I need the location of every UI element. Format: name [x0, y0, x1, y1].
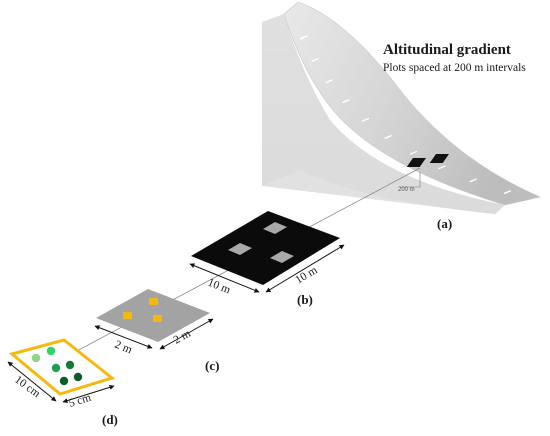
plot-c-side-left-label: 2 m — [113, 339, 134, 357]
plot-d: 10 cm 5 cm (d) — [7, 338, 118, 427]
plot-d-dot-1 — [31, 353, 41, 363]
plot-d-side-right-label: 5 cm — [67, 392, 92, 410]
diagram-subtitle: Plots spaced at 200 m intervals — [383, 62, 526, 74]
plot-d-dot-6 — [73, 372, 83, 382]
mountain-top-face — [283, 1, 541, 206]
slope-tick-9 — [469, 178, 478, 183]
slope-tick-marks — [300, 35, 512, 195]
plot-d-dimension-right — [62, 384, 115, 404]
plot-c-subplot-3 — [153, 315, 162, 322]
mountain-slope: 200 m — [262, 1, 541, 214]
plot-b-dimension-left — [189, 263, 260, 293]
plot-b: 10 m 10 m (b) — [189, 211, 345, 307]
panel-label-c: (c) — [205, 358, 219, 373]
plot-c-subplot-2 — [123, 312, 132, 319]
panel-label-b: (b) — [297, 292, 313, 307]
plot-c-dimension-left — [94, 325, 153, 349]
interval-label: 200 m — [398, 187, 415, 193]
mountain-front-face — [262, 14, 505, 214]
plot-b-subplot-1 — [228, 243, 252, 255]
slope-plot-square-2 — [429, 154, 449, 163]
slope-plot-square-1 — [406, 158, 426, 167]
plot-d-dimension-left — [7, 361, 57, 402]
plot-d-dot-5 — [59, 376, 69, 386]
slope-tick-1 — [300, 35, 308, 40]
panel-label-d: (d) — [102, 412, 118, 427]
plot-d-dot-2 — [46, 346, 56, 356]
interval-bracket — [400, 172, 421, 188]
slope-tick-6 — [384, 134, 392, 140]
plot-b-dimension-right — [265, 244, 345, 293]
plot-c-subplot-1 — [149, 298, 158, 305]
panel-label-a: (a) — [437, 216, 452, 231]
diagram-title: Altitudinal gradient — [383, 42, 511, 58]
plot-b-side-right-label: 10 m — [293, 264, 319, 286]
slope-tick-7 — [409, 150, 418, 155]
slope-tick-4 — [342, 99, 350, 104]
plot-d-dot-3 — [51, 363, 61, 373]
slope-tick-8 — [438, 165, 446, 170]
slope-tick-2 — [311, 57, 319, 63]
plot-d-dot-4 — [65, 360, 75, 370]
slope-tick-10 — [503, 189, 512, 195]
slope-tick-5 — [361, 117, 370, 122]
slope-tick-3 — [325, 79, 333, 84]
plot-b-subplot-2 — [263, 222, 287, 234]
plot-c-dimension-right — [159, 318, 214, 350]
plot-c: 2 m 2 m (c) — [94, 289, 219, 373]
